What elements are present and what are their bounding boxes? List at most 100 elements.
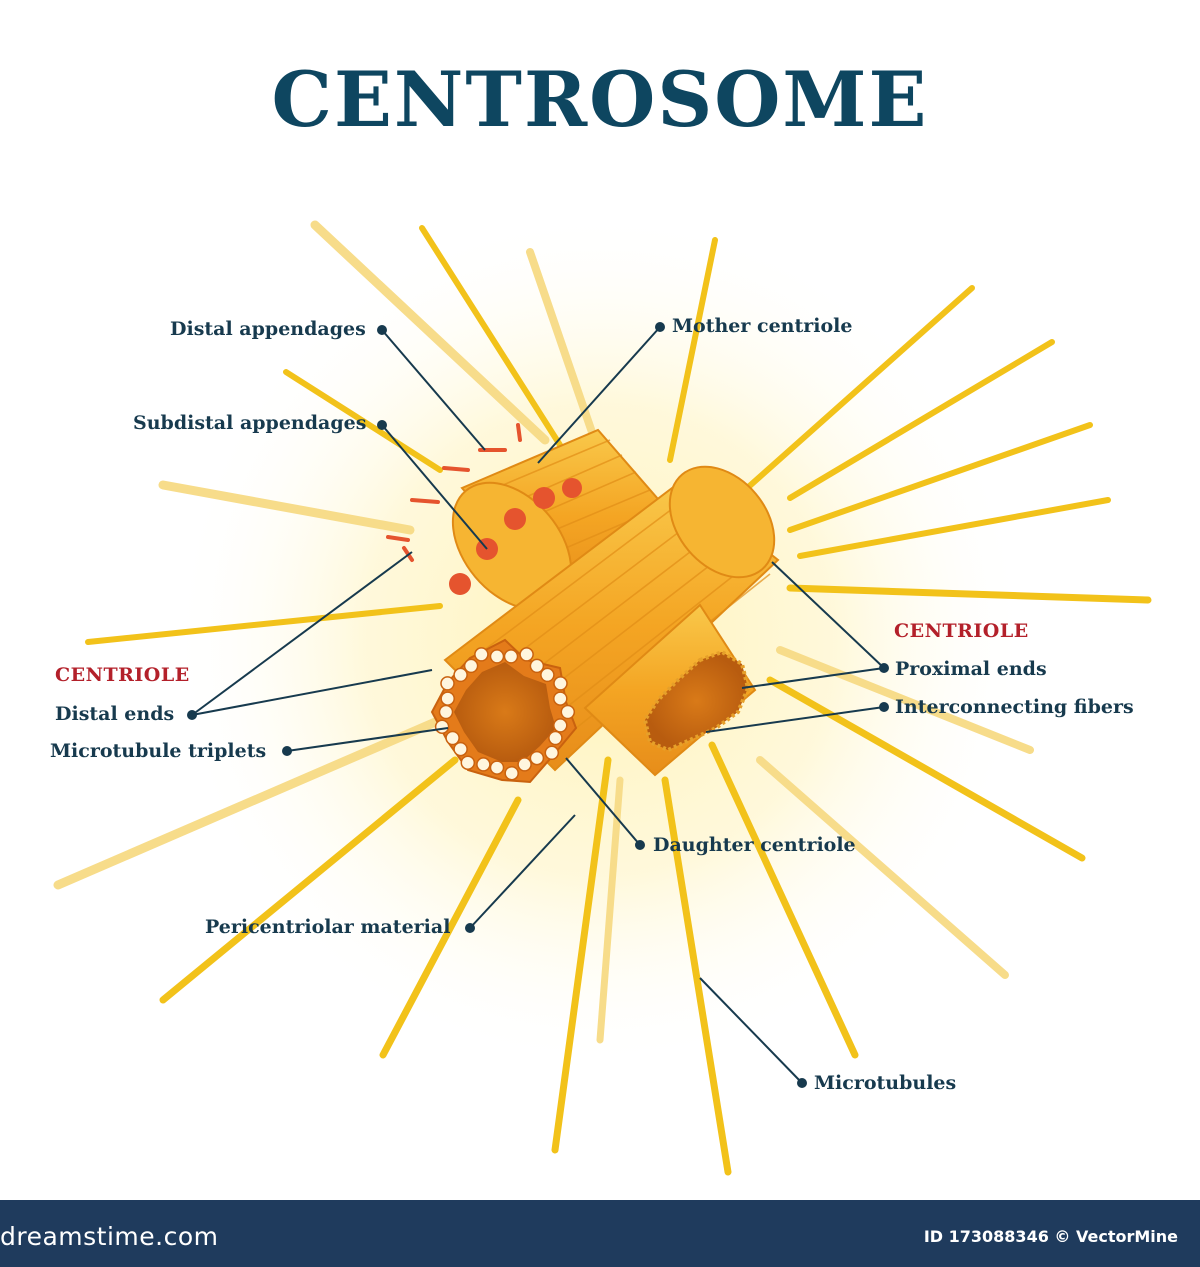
microtubule-ray — [797, 497, 1111, 559]
leader-microtubules — [699, 977, 803, 1084]
microtubule-ray — [776, 646, 1034, 754]
footer-brand[interactable]: dreamstime.com — [0, 1222, 219, 1251]
triplet-dot — [463, 658, 479, 674]
leader-distal-ends-b — [191, 669, 433, 716]
leader-distal-appendages — [381, 329, 486, 451]
microtubule-ray — [310, 220, 550, 445]
microtubule-ray — [787, 339, 1055, 501]
leader-microtubule-triplets — [286, 727, 449, 752]
diagram-title: CENTROSOME — [271, 55, 929, 144]
leader-dot — [635, 840, 645, 850]
leader-pericentriolar-material — [469, 814, 576, 929]
triplet-dot — [553, 718, 568, 733]
leader-distal-ends-a — [191, 551, 413, 716]
microtubule-rays — [53, 220, 1152, 1176]
microtubule-ray — [667, 237, 718, 463]
triplet-dot — [517, 757, 532, 772]
microtubule-ray — [379, 796, 522, 1059]
leader-dots — [187, 322, 889, 1088]
watermark-footer: dreamstime.com ID 173088346 © VectorMine — [0, 1200, 1200, 1267]
triplet-dot — [529, 750, 545, 766]
triplet-dot — [548, 730, 563, 746]
microtubule-ray — [708, 741, 859, 1059]
label-distal-ends: Distal ends — [55, 703, 175, 725]
triplet-dot — [519, 647, 534, 662]
label-proximal-ends: Proximal ends — [895, 658, 1047, 680]
microtubule-ray — [766, 676, 1086, 862]
leader-proximal-ends-b — [741, 667, 885, 689]
label-interconnecting-fibers: Interconnecting fibers — [895, 696, 1134, 718]
section-right-centriole: CENTRIOLE — [894, 620, 1029, 642]
triplet-dot — [453, 667, 468, 683]
leader-mother-centriole — [537, 326, 661, 464]
label-distal-appendages: Distal appendages — [170, 318, 366, 340]
microtubule-ray — [786, 584, 1152, 604]
leader-dot — [879, 663, 889, 673]
appendage-dot — [562, 478, 582, 498]
triplet-dot — [474, 647, 489, 662]
microtubule-ray — [158, 480, 415, 535]
triplet-dot — [460, 755, 476, 770]
triplet-dot — [445, 730, 460, 746]
label-microtubule-triplets: Microtubule triplets — [50, 740, 267, 762]
microtubule-ray — [283, 369, 443, 473]
microtubule-ray — [551, 756, 612, 1154]
microtubule-ray — [756, 756, 1009, 979]
leader-dot — [797, 1078, 807, 1088]
leader-dot — [377, 420, 387, 430]
section-left-centriole: CENTRIOLE — [55, 664, 190, 686]
triplet-dot — [540, 667, 555, 683]
triplet-dot — [489, 760, 505, 775]
microtubule-ray — [159, 756, 459, 1004]
leader-dot — [879, 702, 889, 712]
triplet-dot — [553, 676, 568, 691]
microtubule-ray — [596, 776, 624, 1044]
footer-credit: ID 173088346 © VectorMine — [923, 1227, 1178, 1246]
triplet-dot — [434, 719, 450, 734]
label-microtubules: Microtubules — [814, 1072, 957, 1094]
second-centriole-shape — [583, 603, 757, 777]
label-mother-centriole: Mother centriole — [672, 315, 853, 337]
microtubule-ray — [53, 715, 445, 890]
leader-proximal-ends-a — [771, 561, 885, 669]
leader-interconnecting-fibers — [705, 706, 885, 733]
leader-dot — [377, 325, 387, 335]
leader-dot — [655, 322, 665, 332]
triplet-dot — [440, 676, 455, 691]
triplet-dot — [438, 704, 454, 720]
microtubule-ray — [419, 225, 563, 448]
triplet-dot — [504, 765, 519, 781]
centrosome-illustration — [53, 210, 1152, 1176]
microtubule-ray — [85, 603, 443, 645]
triplet-dot — [453, 741, 468, 757]
label-subdistal-appendages: Subdistal appendages — [133, 412, 367, 434]
microtubule-ray — [742, 285, 975, 493]
microtubule-ray — [787, 422, 1093, 533]
distal-appendage-dashes — [386, 423, 522, 562]
leader-lines — [191, 326, 885, 1084]
leader-dot — [282, 746, 292, 756]
leader-daughter-centriole — [565, 757, 641, 846]
triplet-dot — [560, 704, 576, 720]
triplet-dot — [503, 649, 519, 664]
triplet-dot — [489, 649, 505, 664]
triplet-dot — [529, 658, 545, 674]
leader-dot — [187, 710, 197, 720]
appendage-dot — [504, 508, 526, 530]
appendage-dot — [533, 487, 555, 509]
triplet-dots — [434, 647, 576, 781]
label-pericentriolar-material: Pericentriolar material — [205, 916, 451, 938]
leader-subdistal-appendages — [381, 424, 488, 550]
triplet-dot — [440, 691, 455, 706]
label-daughter-centriole: Daughter centriole — [653, 834, 856, 856]
triplet-dot — [544, 745, 560, 761]
cross-section-lumen — [454, 662, 556, 762]
daughter-proximal-end — [668, 465, 776, 579]
second-centriole-cross-section — [642, 649, 751, 753]
triplet-dot — [476, 757, 491, 772]
microtubule-ray — [661, 776, 732, 1176]
microtubule-triplet-ring — [430, 638, 578, 784]
leader-dot — [465, 923, 475, 933]
triplet-dot — [553, 691, 568, 706]
centrosome-diagram: CENTROSOME Distal appendages Subdistal a… — [50, 55, 1152, 1176]
